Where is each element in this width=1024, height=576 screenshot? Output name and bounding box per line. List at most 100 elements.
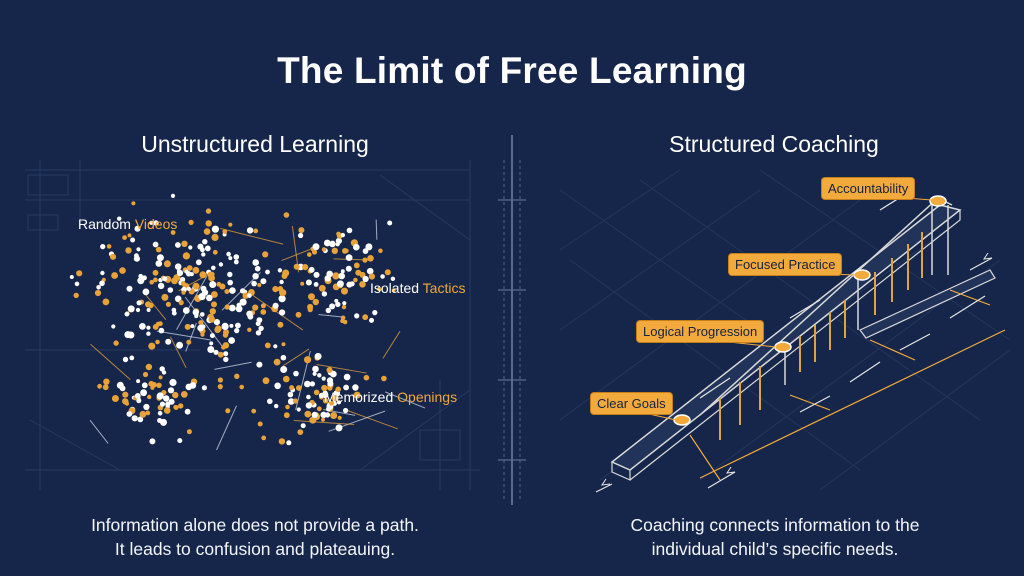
scatter-dot: [222, 332, 229, 338]
scatter-dot: [162, 276, 168, 282]
scatter-dot: [384, 269, 391, 276]
scatter-dot: [200, 285, 207, 292]
scatter-dot: [228, 304, 236, 312]
scatter-dot: [277, 321, 284, 328]
scatter-dot: [134, 393, 141, 399]
scatter-dot: [165, 338, 172, 345]
scatter-dot: [145, 410, 151, 416]
scatter-dot: [163, 395, 170, 402]
scatter-dot: [202, 239, 208, 245]
scatter-dot: [313, 282, 319, 287]
scatter-dot: [252, 259, 259, 266]
scatter-dot: [208, 316, 216, 323]
scatter-dot: [353, 262, 360, 269]
scatter-dot: [317, 373, 322, 378]
scatter-dot: [331, 247, 338, 254]
scatter-dot: [228, 337, 236, 344]
scatter-dot: [367, 254, 374, 262]
scatter-dot: [145, 363, 153, 371]
scatter-line: [252, 294, 304, 331]
scatter-dot: [146, 308, 151, 312]
scatter-dot: [163, 260, 171, 268]
scatter-dot: [173, 405, 179, 410]
scatter-dot: [300, 423, 306, 429]
scatter-dot: [325, 307, 331, 314]
scatter-dot: [295, 311, 302, 318]
structured-heading: Structured Coaching: [669, 131, 879, 157]
scatter-dot: [312, 298, 319, 306]
scatter-dot: [201, 385, 207, 391]
scatter-dot: [131, 415, 138, 422]
scatter-dot: [135, 307, 141, 313]
scatter-dot: [233, 254, 240, 260]
scatter-dot: [116, 381, 124, 389]
scatter-dot: [109, 253, 117, 260]
scatter-dot: [296, 385, 302, 391]
scatter-dot: [272, 286, 279, 293]
scatter-dot: [234, 373, 240, 379]
scatter-dot: [217, 351, 224, 358]
scatter-dot: [200, 247, 205, 253]
scatter-line: [176, 275, 208, 330]
scatter-dot: [177, 438, 183, 444]
scatter-dot: [224, 304, 230, 310]
scatter-dot: [188, 219, 194, 225]
scatter-dot: [342, 248, 348, 254]
scatter-dot: [280, 366, 288, 373]
scatter-dot: [76, 270, 83, 277]
right-caption-line2: individual child’s specific needs.: [651, 539, 899, 559]
scatter-dot: [321, 417, 325, 422]
scatter-dot: [182, 252, 190, 260]
scatter-dot: [223, 356, 229, 363]
scatter-dot: [345, 254, 353, 261]
scatter-dot: [131, 201, 136, 206]
scatter-dot: [192, 309, 199, 316]
scatter-dot: [377, 286, 382, 292]
scatter-dot: [340, 269, 345, 274]
scatter-dot: [152, 241, 159, 248]
scatter-dot: [327, 380, 334, 387]
scatter-dot: [170, 230, 176, 235]
scatter-dot: [126, 285, 133, 292]
scatter-dot: [102, 384, 109, 391]
scatter-dot: [342, 301, 347, 306]
scatter-dot: [285, 404, 290, 410]
scatter-dot: [390, 276, 396, 281]
scatter-dot: [321, 291, 328, 297]
scatter-line: [293, 420, 355, 426]
scatter-dot: [167, 387, 175, 394]
scatter-dot: [148, 342, 156, 350]
scatter-dot: [133, 255, 140, 262]
scatter-dot: [331, 395, 339, 402]
scatter-dot: [239, 384, 244, 390]
scatter-dot: [279, 309, 286, 316]
scatter-dot: [335, 386, 342, 393]
right-caption-line1: Coaching connects information to the: [630, 515, 920, 535]
scatter-dot: [253, 228, 259, 234]
scatter-dot: [153, 277, 158, 283]
scatter-dot: [198, 293, 206, 301]
scatter-dot: [122, 391, 129, 398]
scatter-dot: [172, 391, 179, 399]
scatter-dot: [341, 287, 348, 295]
scatter-dot: [140, 389, 148, 397]
scatter-dot: [222, 229, 228, 235]
scatter-dot: [278, 438, 286, 445]
scatter-dot: [246, 227, 254, 234]
step-focused-practice: Focused Practice: [729, 254, 842, 275]
scatter-dot: [336, 231, 341, 237]
scatter-dot: [307, 306, 313, 313]
scatter-dot: [139, 410, 147, 418]
scatter-dot: [286, 440, 292, 446]
scatter-dot: [126, 411, 133, 417]
scatter-dot: [318, 392, 325, 399]
scatter-dot: [156, 392, 164, 400]
scatter-dot: [158, 375, 163, 380]
scatter-dot: [139, 323, 146, 330]
scatter-dot: [149, 438, 156, 445]
scatter-dot: [186, 286, 191, 291]
scatter-dot: [157, 282, 165, 290]
scatter-dot: [192, 282, 200, 290]
scatter-dot: [257, 282, 262, 288]
scatter-dot: [283, 212, 290, 218]
